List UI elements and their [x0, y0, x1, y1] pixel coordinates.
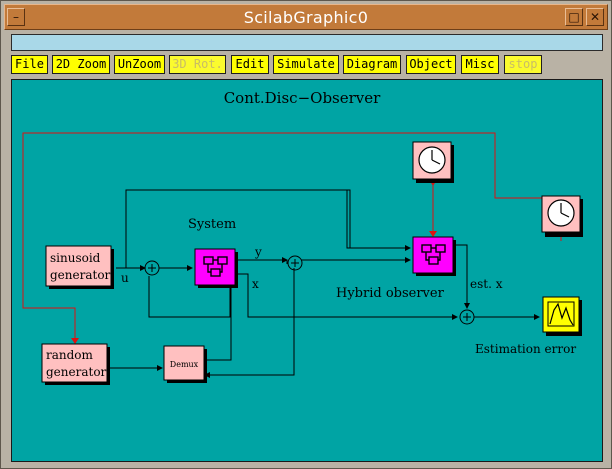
system-superblock[interactable] — [194, 248, 238, 288]
maximize-icon: ✕ — [589, 10, 601, 24]
diagram-title: Cont.Disc−Observer — [224, 89, 381, 107]
sum-block-error[interactable] — [459, 309, 475, 325]
superblock-icon — [203, 256, 228, 277]
event-link-observer[interactable] — [429, 180, 437, 237]
system-label: System — [188, 217, 236, 232]
menu-3d-rot: 3D Rot. — [169, 55, 226, 74]
random-label-2: generator — [46, 365, 107, 379]
sinusoid-label-1: sinusoid — [50, 251, 101, 265]
sinusoid-label-2: generator — [50, 268, 111, 282]
menu-2d-zoom[interactable]: 2D Zoom — [52, 55, 110, 74]
window-menu-button[interactable]: – — [7, 8, 25, 26]
menu-bar: File 2D Zoom UnZoom 3D Rot. Edit Simulat… — [11, 55, 603, 75]
window-menu-icon: – — [13, 10, 19, 24]
menu-file[interactable]: File — [11, 55, 48, 74]
y-signal-label: y — [254, 245, 262, 259]
minimize-button[interactable]: □ — [565, 8, 583, 26]
sum-block-output[interactable] — [287, 255, 303, 271]
clock-icon — [418, 146, 446, 174]
sum-block-system-input[interactable] — [144, 260, 160, 276]
u-signal-label: u — [121, 271, 129, 285]
demux-block[interactable]: Demux — [163, 345, 207, 383]
menu-edit[interactable]: Edit — [231, 55, 269, 74]
superblock-icon — [421, 244, 446, 265]
window-title: ScilabGraphic0 — [243, 8, 369, 27]
diagram-svg: Cont.Disc−Observer — [22, 89, 583, 385]
est-x-label: est. x — [470, 277, 503, 291]
menu-simulate[interactable]: Simulate — [273, 55, 339, 74]
random-generator-block[interactable]: random generator — [41, 343, 110, 385]
menu-diagram[interactable]: Diagram — [343, 55, 401, 74]
menu-misc[interactable]: Misc — [461, 55, 499, 74]
message-bar — [11, 34, 603, 51]
diagram-canvas[interactable]: Cont.Disc−Observer — [11, 79, 603, 462]
maximize-button[interactable]: ✕ — [586, 8, 604, 26]
menu-object[interactable]: Object — [406, 55, 456, 74]
hybrid-observer-superblock[interactable] — [412, 236, 456, 276]
clock-block-scope[interactable] — [541, 195, 583, 237]
title-bar[interactable]: – ScilabGraphic0 □ ✕ — [4, 4, 608, 30]
menu-unzoom[interactable]: UnZoom — [114, 55, 165, 74]
menu-stop: stop — [504, 55, 542, 74]
clock-icon — [547, 199, 575, 227]
scope-block[interactable] — [542, 296, 582, 336]
scope-icon — [547, 301, 575, 327]
hybrid-observer-label: Hybrid observer — [336, 286, 445, 301]
signal-links[interactable] — [107, 189, 540, 378]
clock-block-top[interactable] — [412, 141, 454, 183]
minimize-icon: □ — [568, 10, 580, 24]
event-link-random[interactable] — [22, 132, 561, 344]
estimation-error-label: Estimation error — [475, 342, 576, 356]
sinusoid-generator-block[interactable]: sinusoid generator — [45, 245, 114, 289]
random-label-1: random — [46, 348, 94, 362]
x-signal-label: x — [252, 277, 259, 291]
demux-label: Demux — [170, 360, 199, 369]
